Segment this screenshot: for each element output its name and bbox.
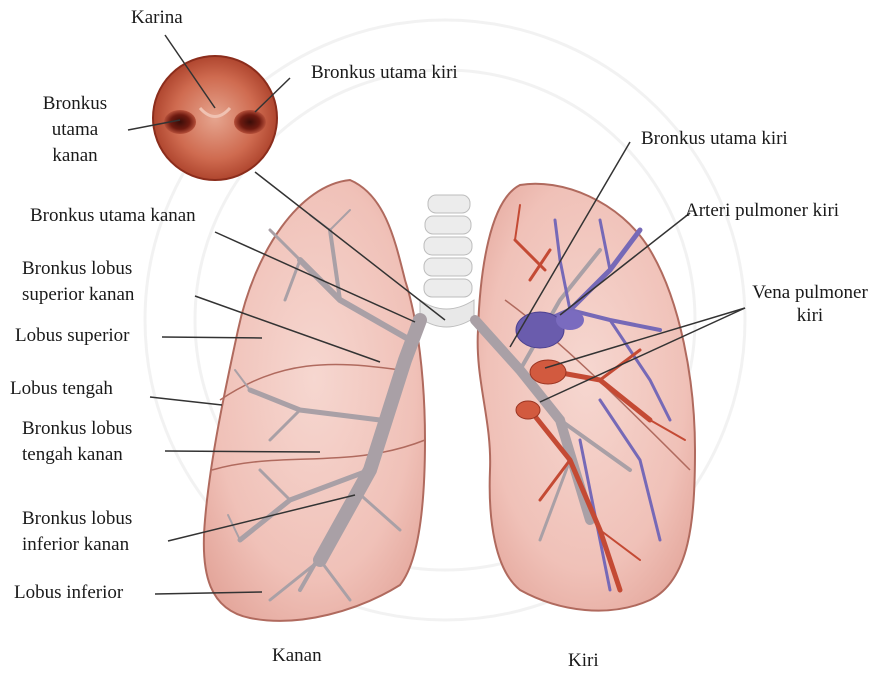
carina-inset [153,56,277,180]
label-bronkus-inset-line1: Bronkus [30,93,120,115]
label-bronkus-inset-line3: kanan [30,145,120,167]
right-lung [204,180,425,621]
left-lung [475,184,695,611]
label-bronkus-utama-kanan: Bronkus utama kanan [30,205,196,227]
label-lobus-inferior: Lobus inferior [14,582,123,604]
label-arteri-pulmoner-kiri: Arteri pulmoner kiri [685,200,839,222]
label-lobus-superior: Lobus superior [15,325,130,347]
label-bronkus-lobus-superior-line2: superior kanan [22,284,134,306]
label-bronkus-lobus-inferior-line1: Bronkus lobus [22,508,132,530]
label-vena-pulmoner-line1: Vena pulmoner [735,282,885,304]
label-bronkus-inset-line2: utama [30,119,120,141]
label-bronkus-utama-kiri-right: Bronkus utama kiri [641,128,788,150]
label-bronkus-utama-kiri-top: Bronkus utama kiri [311,62,458,84]
label-bronkus-lobus-tengah-line1: Bronkus lobus [22,418,132,440]
label-lobus-tengah: Lobus tengah [10,378,113,400]
label-bronkus-lobus-inferior-line2: inferior kanan [22,534,129,556]
label-kiri: Kiri [568,650,599,672]
label-vena-pulmoner-line2: kiri [735,305,885,327]
label-karina: Karina [131,7,183,29]
label-bronkus-lobus-superior-line1: Bronkus lobus [22,258,132,280]
label-bronkus-lobus-tengah-line2: tengah kanan [22,444,123,466]
label-kanan: Kanan [272,645,322,667]
